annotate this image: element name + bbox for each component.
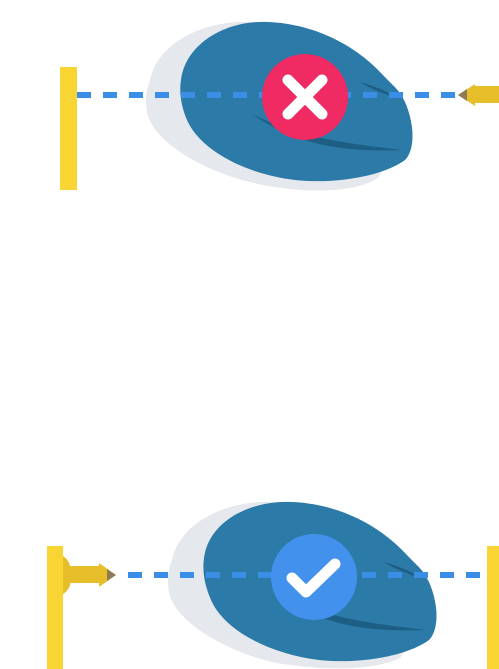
wall bbox=[487, 546, 499, 669]
leaf-vein bbox=[276, 594, 426, 631]
wall bbox=[47, 546, 63, 669]
leaf-vein bbox=[384, 562, 422, 579]
leaf-vein bbox=[252, 114, 402, 151]
leaf-vein bbox=[360, 82, 398, 99]
wall bbox=[60, 67, 77, 190]
arrow-left-icon bbox=[458, 84, 499, 106]
check-icon bbox=[286, 558, 341, 598]
correct-example-panel bbox=[47, 501, 499, 669]
incorrect-example-panel bbox=[60, 21, 499, 191]
incorrect-badge bbox=[262, 54, 348, 140]
correct-badge bbox=[271, 534, 357, 620]
arrow-right-icon bbox=[63, 556, 116, 594]
close-icon bbox=[282, 74, 328, 120]
